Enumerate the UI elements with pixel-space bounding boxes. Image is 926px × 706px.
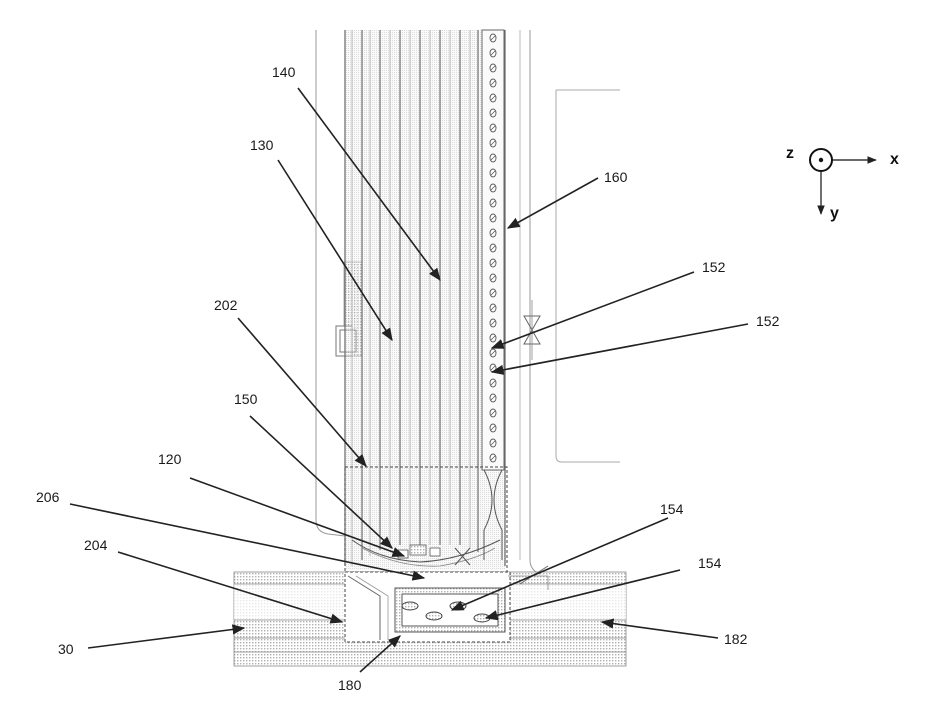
label-140: 140 — [272, 64, 296, 80]
leader-152a — [492, 272, 694, 348]
label-160: 160 — [604, 169, 628, 185]
label-30: 30 — [58, 641, 74, 657]
z-axis-dot-icon — [819, 158, 823, 162]
axis-label-x: x — [890, 151, 899, 168]
label-150: 150 — [234, 391, 258, 407]
label-206: 206 — [36, 489, 60, 505]
plate-stack — [345, 30, 505, 570]
label-152a: 152 — [702, 259, 726, 275]
label-182: 182 — [724, 631, 748, 647]
label-180: 180 — [338, 677, 362, 693]
opening-holes — [490, 34, 496, 462]
label-130: 130 — [250, 137, 274, 153]
coordinate-axes: z x y — [786, 145, 899, 222]
leader-160 — [508, 178, 598, 228]
label-152b: 152 — [756, 313, 780, 329]
leader-30 — [88, 628, 244, 648]
label-154a: 154 — [660, 501, 684, 517]
label-120: 120 — [158, 451, 182, 467]
axis-label-z: z — [786, 145, 794, 162]
label-202: 202 — [214, 297, 238, 313]
label-154b: 154 — [698, 555, 722, 571]
label-204: 204 — [84, 537, 108, 553]
axis-label-y: y — [830, 205, 839, 222]
